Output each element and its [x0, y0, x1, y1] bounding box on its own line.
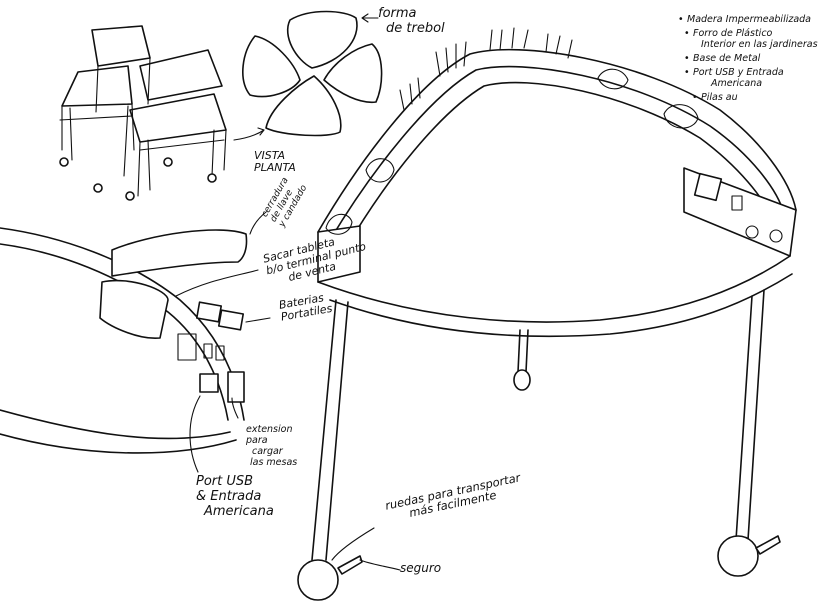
label-line: de trebol	[386, 21, 445, 36]
feature-line: Forro de Plástico	[693, 28, 773, 39]
label-line: extension	[246, 424, 293, 435]
clover-plan-view	[233, 10, 383, 141]
feature-item: Pilas au	[692, 92, 818, 103]
planter-cart	[297, 27, 797, 601]
label-line: cargar	[252, 446, 283, 457]
feature-item: Base de Metal	[684, 53, 818, 64]
feature-list: Madera Impermeabilizada Forro de Plástic…	[678, 14, 818, 106]
feature-line: Interior en las jardineras	[701, 39, 818, 50]
label-line: Port USB	[196, 474, 254, 489]
feature-line: Port USB y Entrada	[693, 67, 784, 78]
label-vista-planta: VISTA PLANTA	[254, 150, 296, 174]
clover-tables-perspective	[59, 25, 227, 201]
feature-item: Madera Impermeabilizada	[678, 14, 818, 25]
feature-line: Base de Metal	[693, 53, 761, 64]
cart-corner-detail	[0, 211, 401, 571]
label-forma-trebol: forma de trebol	[378, 6, 445, 36]
label-line: las mesas	[250, 457, 298, 468]
label-line: para	[246, 435, 268, 446]
label-line: & Entrada	[196, 489, 262, 504]
feature-line: Madera Impermeabilizada	[687, 14, 812, 25]
label-line: forma	[378, 6, 417, 21]
label-line: Americana	[204, 504, 274, 519]
feature-line: Pilas au	[701, 92, 738, 103]
label-line: PLANTA	[254, 161, 296, 174]
label-extension: extension para cargar las mesas	[246, 424, 297, 468]
feature-line: Americana	[711, 78, 763, 89]
label-seguro: seguro	[400, 561, 442, 575]
label-port-usb: Port USB & Entrada Americana	[196, 474, 274, 519]
label-line: VISTA	[254, 149, 285, 162]
